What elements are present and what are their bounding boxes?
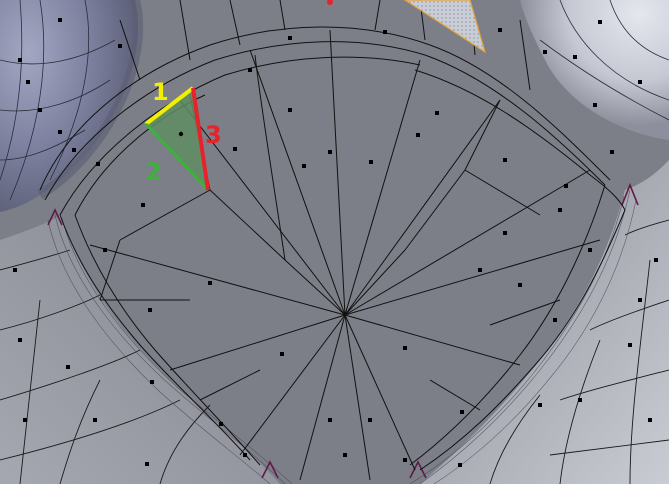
vertex-dot[interactable] — [23, 418, 27, 422]
vertex-dot[interactable] — [593, 103, 597, 107]
vertex-dot[interactable] — [435, 111, 439, 115]
selected-face[interactable] — [403, 0, 487, 54]
edge-label-2: 2 — [145, 158, 162, 186]
vertex-dot[interactable] — [26, 80, 30, 84]
vertex-dot[interactable] — [638, 298, 642, 302]
vertex-dot[interactable] — [18, 338, 22, 342]
vertex-dot[interactable] — [588, 248, 592, 252]
vertex-dot[interactable] — [328, 418, 332, 422]
vertex-dot[interactable] — [343, 453, 347, 457]
vertex-dot[interactable] — [141, 203, 145, 207]
vertex-dot[interactable] — [628, 343, 632, 347]
vertex-dot[interactable] — [564, 184, 568, 188]
vertex-dot[interactable] — [383, 30, 387, 34]
vertex-dot[interactable] — [219, 422, 223, 426]
vertex-dot[interactable] — [93, 418, 97, 422]
vertex-dot[interactable] — [543, 50, 547, 54]
vertex-dot[interactable] — [18, 58, 22, 62]
vertex-dot[interactable] — [478, 268, 482, 272]
vertex-dot[interactable] — [558, 208, 562, 212]
vertex-dot[interactable] — [328, 150, 332, 154]
vertex-dot[interactable] — [72, 148, 76, 152]
vertex-dot[interactable] — [288, 36, 292, 40]
vertex-dot[interactable] — [578, 398, 582, 402]
vertex-dot[interactable] — [208, 281, 212, 285]
vertex-dot[interactable] — [573, 55, 577, 59]
crease-lines — [47, 189, 637, 484]
vertex-dot[interactable] — [369, 160, 373, 164]
vertex-dot[interactable] — [150, 380, 154, 384]
vertex-dot[interactable] — [638, 80, 642, 84]
vertex-dot[interactable] — [648, 418, 652, 422]
vertex-dot[interactable] — [538, 403, 542, 407]
vertex-dot[interactable] — [460, 410, 464, 414]
vertex-dot[interactable] — [498, 28, 502, 32]
left-sphere — [0, 0, 144, 212]
active-vertex-marker — [327, 0, 333, 5]
vertex-dot[interactable] — [38, 108, 42, 112]
vertex-dot[interactable] — [458, 463, 462, 467]
vertex-dot[interactable] — [248, 68, 252, 72]
lower-right-lobe — [420, 160, 669, 484]
vertex-dot[interactable] — [233, 147, 237, 151]
vertex-dot[interactable] — [243, 453, 247, 457]
vertex-dot[interactable] — [403, 458, 407, 462]
vertex-dot[interactable] — [553, 318, 557, 322]
edge-3-line — [191, 87, 210, 191]
vertex-dot[interactable] — [503, 231, 507, 235]
vertex-dot[interactable] — [103, 248, 107, 252]
vertex-dot[interactable] — [403, 346, 407, 350]
vertex-dot[interactable] — [118, 44, 122, 48]
vertex-dot[interactable] — [58, 130, 62, 134]
vertex-dot[interactable] — [58, 18, 62, 22]
crease-markers — [47, 182, 639, 479]
vertex-dot[interactable] — [503, 158, 507, 162]
vertex-dot[interactable] — [148, 308, 152, 312]
annotated-triangle — [144, 86, 210, 192]
vertex-dot[interactable] — [96, 162, 100, 166]
vertex-dot[interactable] — [610, 150, 614, 154]
vertex-dot[interactable] — [416, 133, 420, 137]
vertex-dot[interactable] — [518, 283, 522, 287]
vertex-dot[interactable] — [145, 462, 149, 466]
edge-label-1: 1 — [152, 78, 169, 106]
vertex-dot[interactable] — [598, 20, 602, 24]
vertex-dot[interactable] — [13, 268, 17, 272]
vertex-dot[interactable] — [288, 108, 292, 112]
vertex-dot[interactable] — [654, 258, 658, 262]
triangle-vertex-dot — [178, 131, 184, 137]
vertex-dot[interactable] — [368, 418, 372, 422]
edge-label-3: 3 — [205, 121, 222, 149]
vertex-dots — [13, 18, 658, 467]
vertex-dot[interactable] — [66, 365, 70, 369]
edge-2-line — [144, 122, 210, 192]
right-sphere — [520, 0, 669, 140]
edge-1-line — [144, 86, 195, 126]
vertex-dot[interactable] — [302, 164, 306, 168]
vertex-dot[interactable] — [280, 352, 284, 356]
